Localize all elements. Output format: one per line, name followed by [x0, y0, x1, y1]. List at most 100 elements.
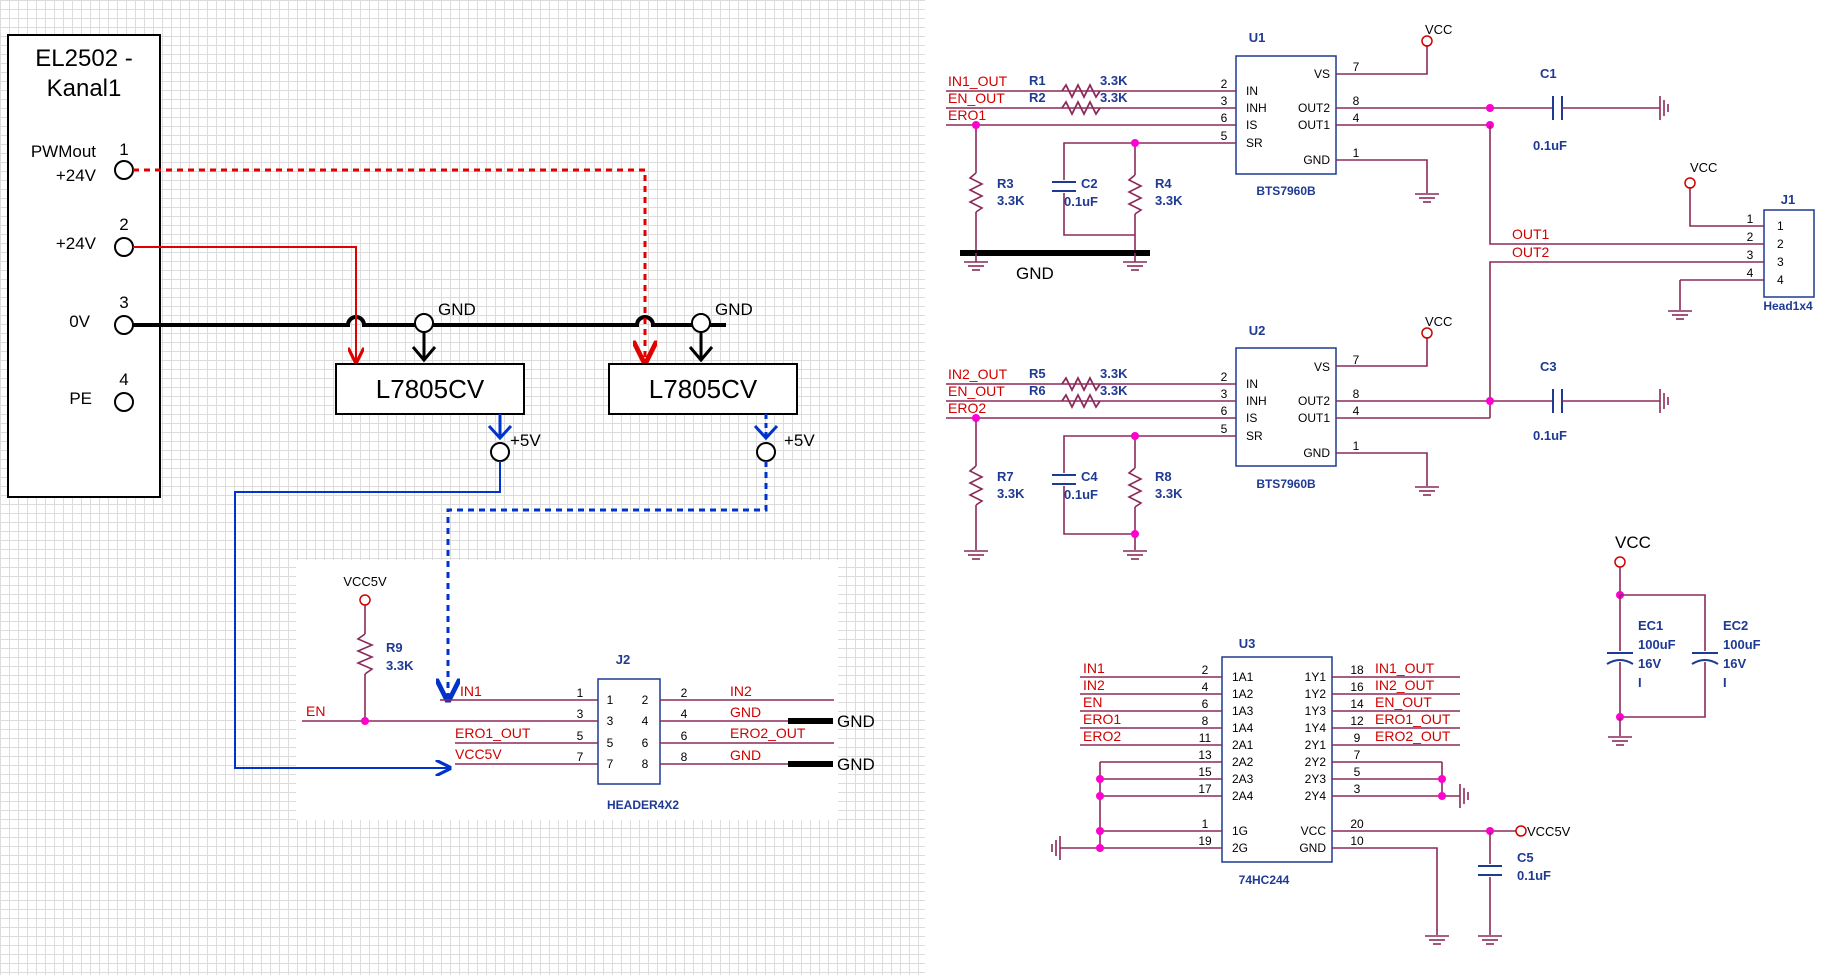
ec1-voltage: 16V	[1638, 656, 1661, 671]
r1-ref: R1	[1029, 73, 1046, 88]
ec2-voltage: 16V	[1723, 656, 1746, 671]
gnd-bar-label-2: GND	[837, 755, 875, 774]
u3-pin-name: 2G	[1232, 841, 1248, 855]
j2-inner-pin: 1	[607, 693, 614, 707]
r2-resistor	[1061, 99, 1101, 117]
j1-connector: J1 Head1x4 1 2 3 4 1 2 3 4 VCC	[1668, 160, 1815, 320]
j2-right-pins: 2 4 6 8 2 4 6 8 IN2 GND ERO2_OUT GND	[642, 683, 834, 771]
out1-net-label: OUT1	[1512, 226, 1550, 242]
u1-pin-sr: SR	[1246, 136, 1263, 150]
gnd-label-2: GND	[715, 300, 753, 319]
u3-pin-num: 7	[1354, 748, 1361, 762]
r8-value: 3.3K	[1155, 486, 1183, 501]
u3-pin-num: 6	[1202, 697, 1209, 711]
u3-pin-name: 2A4	[1232, 789, 1254, 803]
gnd-symbol	[964, 550, 988, 560]
r4-ref: R4	[1155, 176, 1172, 191]
junction-dot	[972, 414, 980, 422]
vcc5v-blue-wire	[234, 461, 501, 768]
gnd-label-1: GND	[438, 300, 476, 319]
r1-resistor	[1061, 82, 1101, 100]
u3-pin-name: 1Y3	[1305, 704, 1327, 718]
c4-ref: C4	[1081, 469, 1098, 484]
r8-ref: R8	[1155, 469, 1172, 484]
gnd-symbol-side	[1659, 389, 1669, 413]
j2-pin-num: 7	[577, 750, 584, 764]
terminal-4: 4 PE	[69, 370, 134, 412]
j2-net-gnd-2: GND	[730, 747, 761, 763]
u3-net-ero1-out: ERO1_OUT	[1375, 711, 1451, 727]
j2-left-pins: 1 3 5 7 1 3 5 7 IN1 ERO1_OUT VCC5V	[440, 683, 614, 771]
terminal-label-2: +24V	[56, 166, 97, 185]
u3-pin-name: 2A1	[1232, 738, 1254, 752]
r5-ref: R5	[1029, 366, 1046, 381]
gnd-arrow-1	[411, 346, 437, 363]
supply-24v-wire	[133, 246, 356, 362]
u2-net-ero2: ERO2	[948, 400, 986, 416]
terminal-circle	[114, 315, 134, 335]
gnd-node-2	[691, 313, 711, 333]
r7-ref: R7	[997, 469, 1014, 484]
out1-net-wire	[1489, 125, 1735, 245]
r4-resistor	[1127, 174, 1143, 215]
gnd-symbol	[1123, 550, 1147, 560]
u2-vs-wire	[1336, 337, 1428, 367]
j2-body	[597, 678, 661, 785]
j1-inner-pin: 1	[1777, 219, 1784, 233]
ec2-mark: I	[1723, 675, 1727, 690]
u3-pin-name: 2Y4	[1305, 789, 1327, 803]
header-panel	[296, 560, 838, 820]
u3-ref: U3	[1239, 636, 1256, 651]
j2-net-gnd: GND	[730, 704, 761, 720]
u3-pin-num: 8	[1202, 714, 1209, 728]
junction-dot	[1131, 530, 1139, 538]
u1-pin-num: 5	[1221, 129, 1228, 143]
u2-ref: U2	[1249, 323, 1266, 338]
r7-value: 3.3K	[997, 486, 1025, 501]
j2-net-vcc5v: VCC5V	[455, 746, 502, 762]
u3-net-in1: IN1	[1083, 660, 1105, 676]
u2-pin-gnd: GND	[1303, 446, 1330, 460]
j1-inner-pin: 3	[1777, 255, 1784, 269]
c3-value: 0.1uF	[1533, 428, 1567, 443]
r6-ref: R6	[1029, 383, 1046, 398]
gnd-symbol	[964, 253, 1147, 271]
gnd-bar-u1-label: GND	[1016, 264, 1054, 283]
u2-pin-num: 8	[1353, 387, 1360, 401]
regulator-2-label: L7805CV	[649, 374, 758, 404]
junction-dot	[972, 121, 980, 129]
u3-net-en-out: EN_OUT	[1375, 694, 1432, 710]
vcc-label: VCC	[1615, 533, 1651, 552]
j2-inner-pin: 8	[642, 757, 649, 771]
j1-pin-num: 2	[1747, 230, 1754, 244]
u2-pin-in: IN	[1246, 377, 1258, 391]
u1-pin-num: 4	[1353, 111, 1360, 125]
u2-pin-out2: OUT2	[1298, 394, 1330, 408]
j1-inner-pin: 4	[1777, 273, 1784, 287]
u3-pin-num: 13	[1198, 748, 1212, 762]
u3-pin-name: 1Y2	[1305, 687, 1327, 701]
ec2-ref: EC2	[1723, 618, 1748, 633]
plus5v-node-1	[490, 442, 510, 462]
u3-pin-name: 2Y3	[1305, 772, 1327, 786]
u3-net-ero2: ERO2	[1083, 728, 1121, 744]
c2-bottom-wire	[1063, 193, 1135, 236]
vcc-port	[1684, 177, 1696, 189]
r3-value: 3.3K	[997, 193, 1025, 208]
terminal-1: 1 PWMout +24V	[31, 140, 134, 185]
j2-pin-num: 2	[681, 686, 688, 700]
u3-part: 74HC244	[1239, 873, 1290, 887]
u3-pin-num: 3	[1354, 782, 1361, 796]
plus5v-node-2	[756, 442, 776, 462]
terminal-circle	[114, 160, 134, 180]
junction-dot	[1486, 397, 1494, 405]
c4-top-wire	[1063, 435, 1135, 473]
terminal-2: 2 +24V	[56, 215, 134, 257]
terminal-number: 4	[119, 370, 128, 389]
j2-ref: J2	[616, 652, 630, 667]
vcc-label: VCC	[1425, 314, 1452, 329]
u1-pin-num: 1	[1353, 146, 1360, 160]
u3-net-ero1: ERO1	[1083, 711, 1121, 727]
r6-value: 3.3K	[1100, 383, 1128, 398]
u2-gnd-wire	[1336, 452, 1428, 486]
